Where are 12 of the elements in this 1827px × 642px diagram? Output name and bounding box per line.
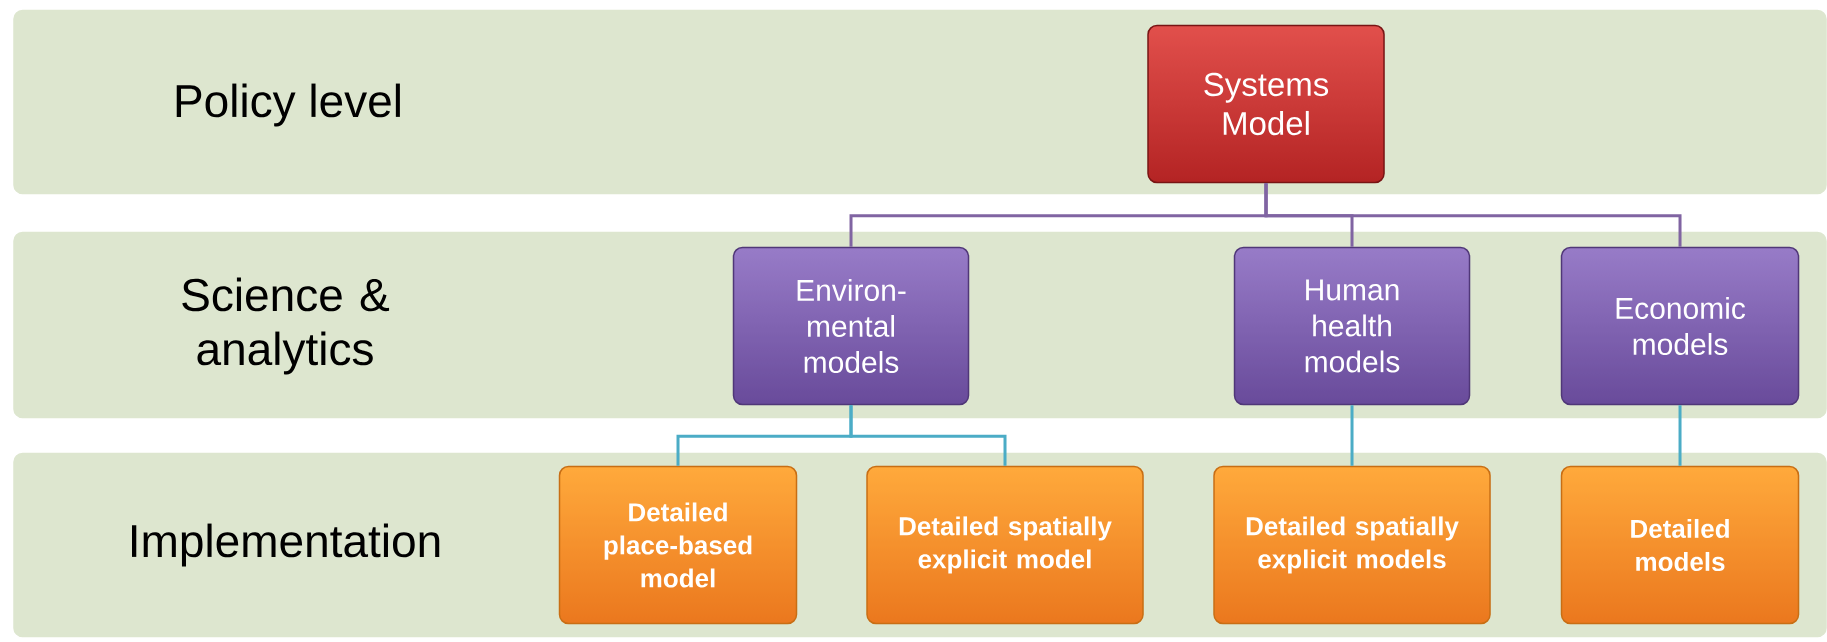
model-box: Systems Model xyxy=(1147,24,1385,184)
connector xyxy=(849,405,1007,466)
model-box: Detailed spatially explicit model xyxy=(866,465,1144,625)
model-box: Human health models xyxy=(1233,246,1471,406)
connector xyxy=(1350,405,1354,466)
model-box: Detailed spatially explicit models xyxy=(1213,465,1491,625)
model-box: Detailed place-based model xyxy=(558,465,798,625)
connector xyxy=(1264,183,1682,247)
model-box: Economic models xyxy=(1560,246,1800,406)
model-box: Environ- mental models xyxy=(732,246,970,406)
model-box: Detailed models xyxy=(1560,465,1800,625)
connector xyxy=(1678,405,1682,466)
